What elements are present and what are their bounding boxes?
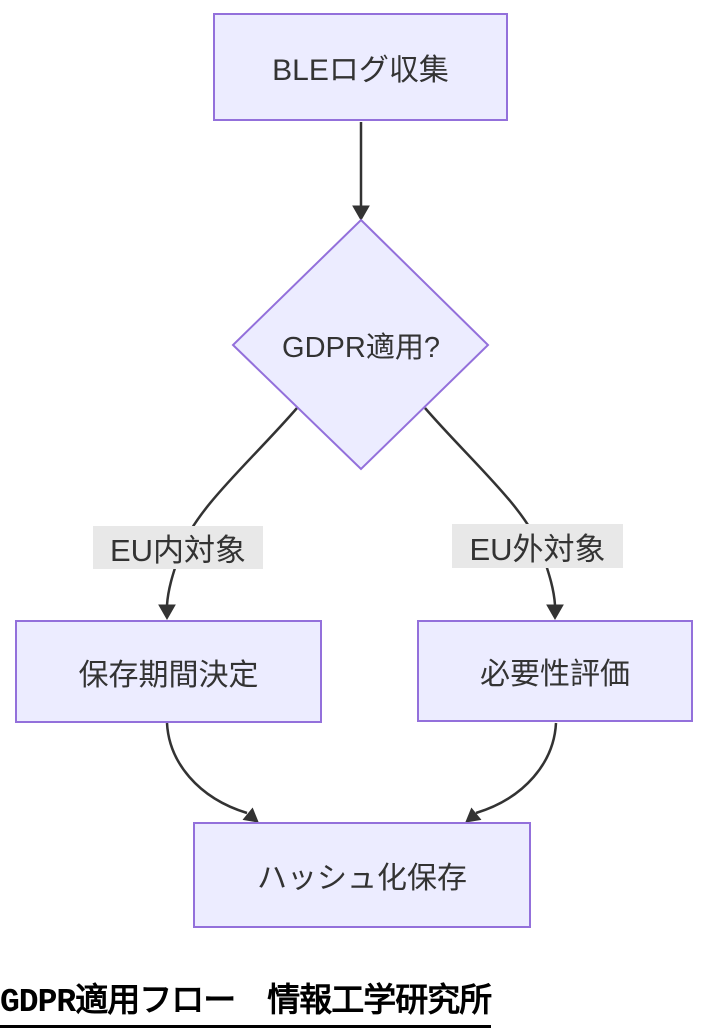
node-ble-collect: BLEログ収集	[213, 13, 508, 121]
arrowhead-into-hash-right	[465, 807, 482, 823]
diagram-caption: GDPR適用フロー 情報工学研究所	[0, 973, 492, 1028]
edge-retention-to-hash	[165, 722, 248, 815]
node-hash-store-label: ハッシュ化保存	[257, 862, 467, 895]
node-retention-label: 保存期間決定	[78, 658, 259, 692]
arrowhead-into-necessity	[546, 604, 564, 621]
arrowhead-into-hash-left	[242, 807, 259, 823]
node-hash-store: ハッシュ化保存	[193, 822, 531, 928]
diagram-caption-text: GDPR適用フロー 情報工学研究所	[0, 973, 492, 1028]
edge-necessity-to-hash	[475, 722, 558, 815]
node-decision-label: GDPR適用?	[282, 332, 440, 364]
arrowhead-into-decision	[352, 205, 370, 222]
edge-label-eu-inside: EU内対象	[93, 526, 263, 569]
edge-decision-to-necessity	[424, 407, 557, 606]
node-necessity: 必要性評価	[417, 620, 693, 722]
node-ble-collect-label: BLEログ収集	[272, 54, 449, 87]
decision-diamond-shape	[231, 218, 490, 471]
arrowhead-into-retention	[158, 604, 176, 621]
edge-decision-to-retention	[165, 407, 298, 606]
node-retention: 保存期間決定	[15, 620, 322, 723]
node-necessity-label: 必要性評価	[480, 658, 630, 691]
edge-label-eu-outside: EU外対象	[452, 524, 623, 568]
